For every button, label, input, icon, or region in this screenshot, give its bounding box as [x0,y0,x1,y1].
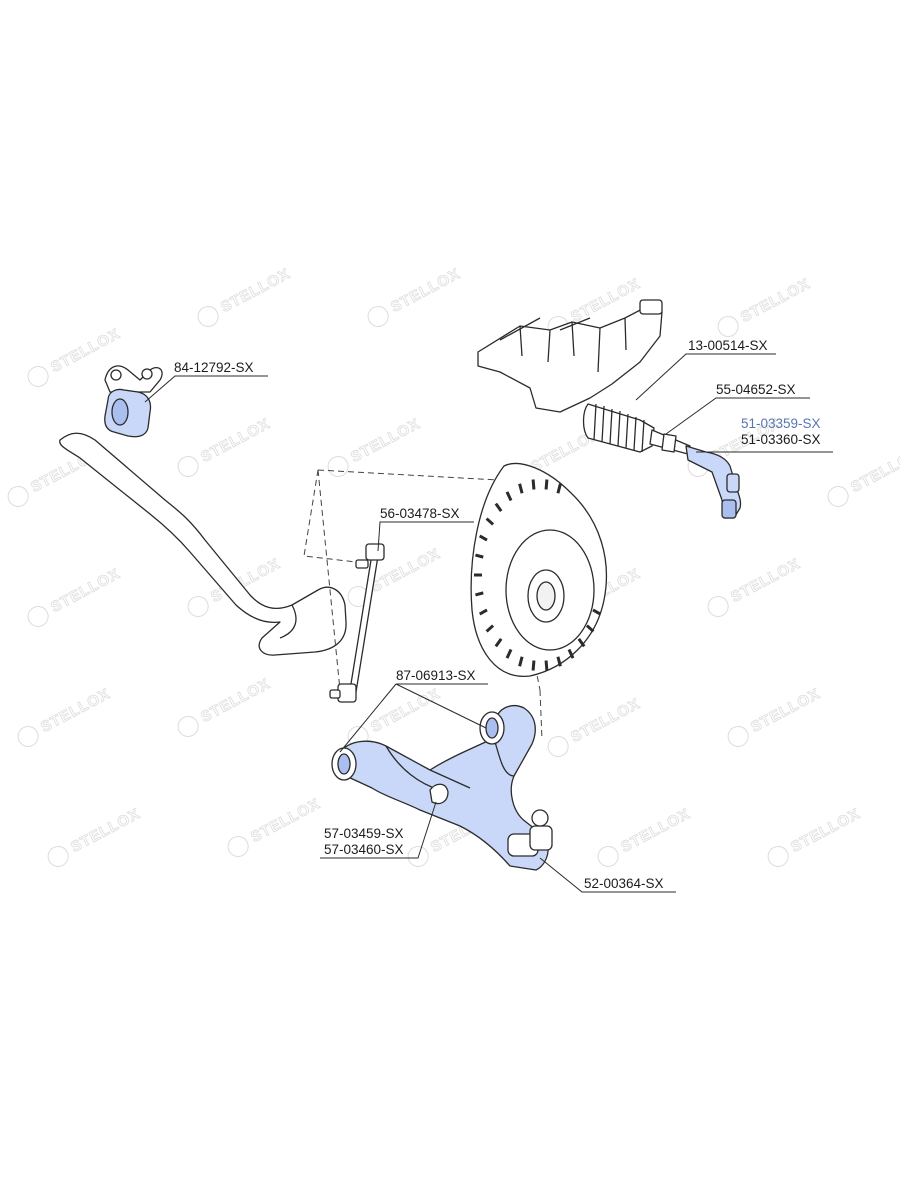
shield-slot [556,483,562,494]
svg-text:STELLOX: STELLOX [368,685,443,736]
svg-text:STELLOX: STELLOX [198,415,273,466]
shield-slot [475,553,484,559]
shield-slot [577,638,586,648]
stabilizer-link-part [329,543,385,703]
svg-text:STELLOX: STELLOX [728,555,803,606]
shield-slot [485,517,495,526]
watermark-logo: STELLOX [707,555,804,617]
shield-slot [475,591,484,597]
watermark-logo: STELLOX [547,695,644,757]
shield-slot [505,648,513,659]
watermark-logo: STELLOX [367,265,464,327]
tie-rod-end [685,445,742,519]
part-labels: 84-12792-SX 13-00514-SX 55-04652-SX 51-0… [174,338,821,891]
watermark-logo: STELLOX [767,805,864,867]
shield-slot [592,608,602,616]
label-52-00364-sx: 52-00364-SX [584,876,664,891]
axial-rod-part [649,429,691,455]
label-57-03459-sx: 57-03459-SX [324,826,404,841]
shield-slot [531,479,536,490]
watermark-logo: STELLOX [327,415,424,477]
label-51-03360-sx: 51-03360-SX [741,432,821,447]
shield-slot [494,502,503,512]
leader-lines [144,353,833,893]
svg-text:STELLOX: STELLOX [48,565,123,616]
svg-text:STELLOX: STELLOX [618,805,693,856]
watermark-logo: STELLOX [827,445,900,507]
shield-slot [585,624,595,633]
steering-rack-assembly [477,299,663,453]
label-57-03460-sx: 57-03460-SX [324,842,404,857]
svg-text:STELLOX: STELLOX [788,805,863,856]
stabilizer-bar [59,432,347,656]
stabilizer-bushing-assembly [104,365,163,438]
svg-text:STELLOX: STELLOX [68,805,143,856]
label-55-04652-sx: 55-04652-SX [716,382,796,397]
shield-slot [567,648,575,659]
shield-slot [531,660,536,671]
watermark-logo: STELLOX [47,805,144,867]
watermark-logo: STELLOX [597,805,694,867]
svg-text:STELLOX: STELLOX [738,275,813,326]
lower-control-arm [331,705,553,871]
svg-text:STELLOX: STELLOX [388,265,463,316]
label-87-06913-sx: 87-06913-SX [396,668,476,683]
shield-slot [485,624,495,633]
watermark-logo: STELLOX [177,675,274,737]
link-dashed-frame [303,469,543,741]
shield-slot [518,656,524,667]
label-56-03478-sx: 56-03478-SX [380,506,460,521]
shield-slot [518,483,524,494]
svg-text:STELLOX: STELLOX [748,685,823,736]
svg-text:STELLOX: STELLOX [198,675,273,726]
svg-text:STELLOX: STELLOX [568,695,643,746]
watermark-logo: STELLOX [227,795,324,857]
svg-text:STELLOX: STELLOX [218,265,293,316]
svg-text:STELLOX: STELLOX [248,795,323,846]
label-84-12792-sx: 84-12792-SX [174,360,254,375]
watermark-logo: STELLOX [27,565,124,627]
watermark-logo: STELLOX [197,265,294,327]
watermark-logo: STELLOX [717,275,814,337]
shield-slot [478,534,488,542]
shield-slot [478,608,488,616]
label-51-03359-sx: 51-03359-SX [741,416,821,431]
watermark-logo: STELLOX [727,685,824,747]
shield-slot [556,656,562,667]
label-13-00514-sx: 13-00514-SX [688,338,768,353]
svg-text:STELLOX: STELLOX [38,685,113,736]
shield-slot [544,479,549,490]
watermark-logo: STELLOX [17,685,114,747]
watermark-logo: STELLOX [347,545,444,607]
brake-shield [470,462,607,677]
shield-slot [505,491,513,502]
svg-text:STELLOX: STELLOX [848,445,900,496]
shield-slot [544,660,549,671]
svg-text:STELLOX: STELLOX [348,415,423,466]
shield-slot [494,638,503,648]
watermark-logo: STELLOX [347,685,444,747]
watermark-logo: STELLOX [177,415,274,477]
